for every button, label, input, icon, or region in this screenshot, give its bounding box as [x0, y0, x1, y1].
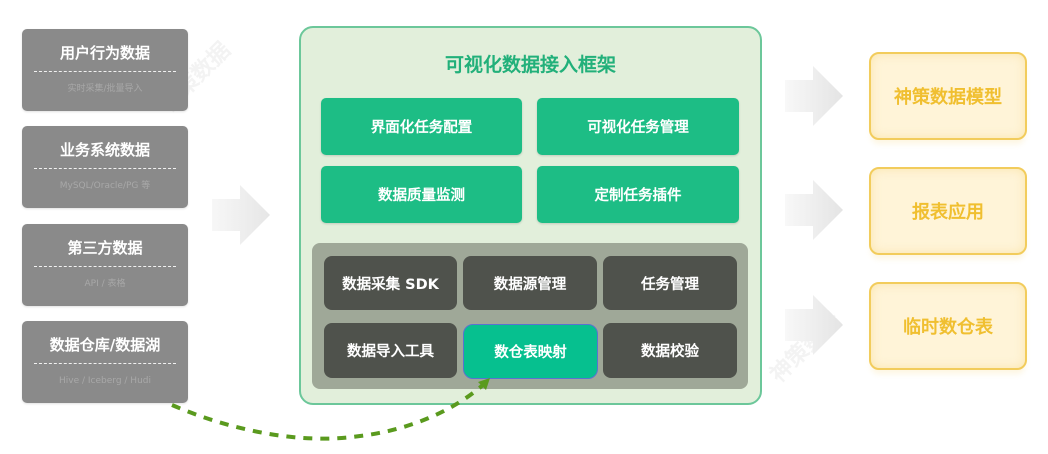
- module-ui-task-config[interactable]: 界面化任务配置: [321, 98, 522, 155]
- source-subtitle: Hive / Iceberg / Hudi: [59, 376, 151, 386]
- dashed-divider: [34, 168, 176, 169]
- source-subtitle: 实时采集/批量导入: [67, 84, 143, 94]
- source-title: 用户行为数据: [59, 44, 150, 62]
- arrow-right-icon: [785, 66, 843, 126]
- module-warehouse-table-mapping[interactable]: 数仓表映射: [463, 324, 598, 379]
- module-datasource-management[interactable]: 数据源管理: [463, 256, 597, 310]
- module-sdk-collection[interactable]: 数据采集 SDK: [324, 256, 457, 310]
- framework-title: 可视化数据接入框架: [444, 54, 616, 76]
- arrow-right-icon: [785, 180, 843, 240]
- module-data-import-tool[interactable]: 数据导入工具: [324, 323, 457, 378]
- module-data-validation[interactable]: 数据校验: [603, 323, 737, 378]
- module-task-management[interactable]: 任务管理: [603, 256, 737, 310]
- source-title: 业务系统数据: [59, 141, 150, 159]
- source-title: 第三方数据: [67, 239, 143, 257]
- output-sensors-data-model: 神策数据模型: [869, 52, 1027, 140]
- source-business-system: 业务系统数据 MySQL/Oracle/PG 等: [22, 126, 188, 208]
- source-subtitle: API / 表格: [84, 279, 126, 289]
- output-temp-warehouse-table: 临时数仓表: [869, 282, 1027, 370]
- dashed-divider: [34, 71, 176, 72]
- output-report-application: 报表应用: [869, 167, 1027, 255]
- source-user-behavior: 用户行为数据 实时采集/批量导入: [22, 29, 188, 111]
- arrow-right-icon: [212, 185, 270, 245]
- source-subtitle: MySQL/Oracle/PG 等: [59, 181, 151, 191]
- dashed-divider: [34, 266, 176, 267]
- source-warehouse-lake: 数据仓库/数据湖 Hive / Iceberg / Hudi: [22, 321, 188, 403]
- dashed-divider: [34, 363, 176, 364]
- source-third-party: 第三方数据 API / 表格: [22, 224, 188, 306]
- module-custom-task-plugin[interactable]: 定制任务插件: [537, 166, 739, 223]
- module-visual-task-management[interactable]: 可视化任务管理: [537, 98, 739, 155]
- source-title: 数据仓库/数据湖: [49, 336, 161, 354]
- arrow-right-icon: [785, 295, 843, 355]
- module-data-quality-monitoring[interactable]: 数据质量监测: [321, 166, 522, 223]
